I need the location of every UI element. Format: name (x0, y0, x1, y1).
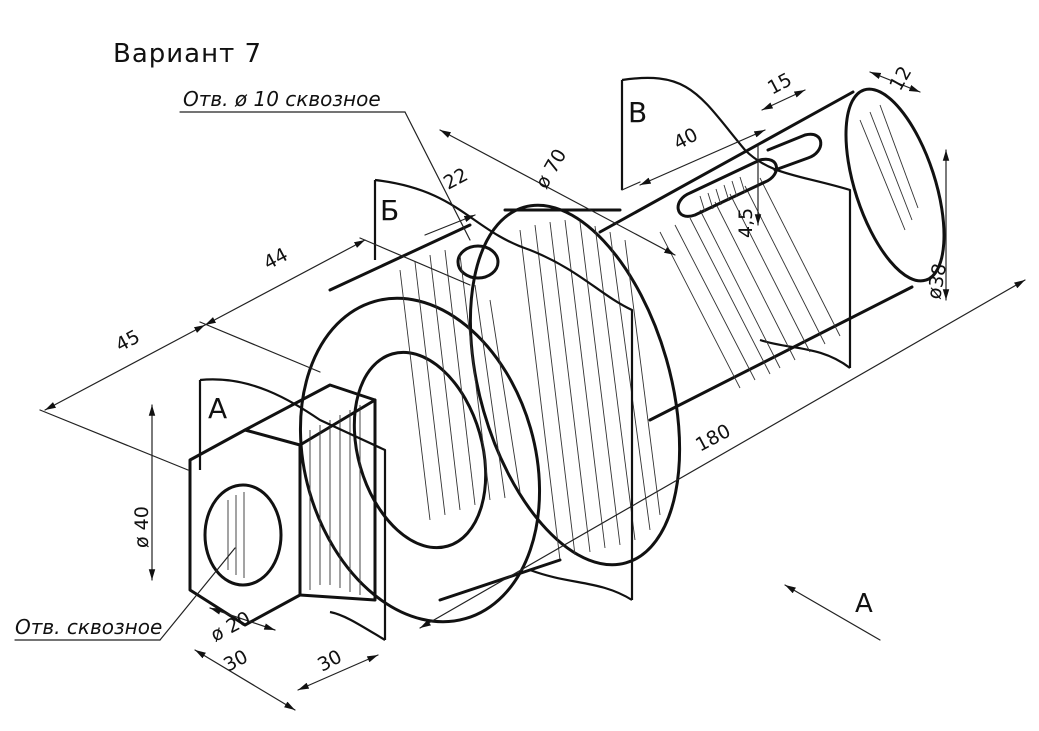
dim-44: 44 (260, 244, 292, 275)
dim-20: ø 20 (207, 607, 254, 646)
middle-disk (468, 203, 682, 567)
left-hex (188, 383, 377, 627)
dim-40-left: ø 40 (131, 506, 153, 548)
dim-38: ø38 (923, 262, 951, 301)
dim-45: 45 (112, 326, 144, 357)
variant-title: Вариант 7 (113, 39, 262, 69)
dim-30-bottom: 30 (220, 646, 252, 677)
dim-4-5: 4,5 (735, 208, 757, 238)
section-plane-b (373, 178, 634, 601)
plane-label-a: А (208, 392, 227, 425)
right-shaft (598, 87, 946, 422)
view-arrow (784, 584, 881, 641)
plane-label-v: В (628, 96, 647, 129)
dim-15: 15 (764, 69, 796, 100)
dimension-lines (14, 71, 1026, 711)
plane-label-b: Б (380, 194, 399, 227)
dim-12: 12 (885, 63, 916, 95)
view-arrow-label: А (855, 589, 873, 619)
dim-70: ø 70 (531, 145, 571, 192)
dim-40-top: 40 (670, 124, 702, 155)
callout-hole-bottom: Отв. сквозное (15, 615, 162, 639)
callout-hole-top: Отв. ø 10 сквозное (183, 87, 381, 111)
